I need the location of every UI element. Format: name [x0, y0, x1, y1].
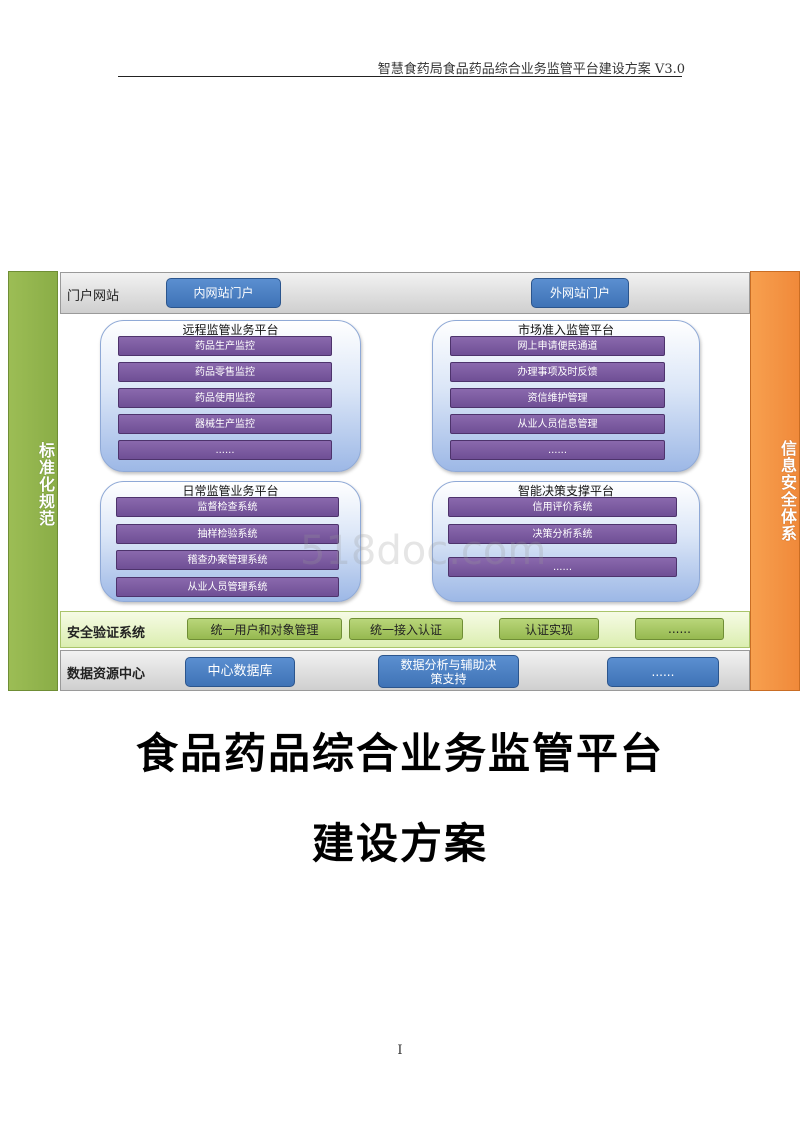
panel-item: 器械生产监控 [118, 414, 332, 434]
panel-item: 药品零售监控 [118, 362, 332, 382]
panel-item: 资信维护管理 [450, 388, 665, 408]
portal-label: 门户网站 [67, 289, 120, 304]
central-db-button: 中心数据库 [185, 657, 295, 687]
panel-item: 决策分析系统 [448, 524, 677, 544]
panel-item: 监督检查系统 [116, 497, 339, 517]
standards-label: 标准化规范 [36, 442, 55, 527]
daily-supervision-panel: 日常监管业务平台 监督检查系统 抽样检验系统 稽查办案管理系统 从业人员管理系统 [100, 481, 361, 602]
remote-supervision-panel: 远程监管业务平台 药品生产监控 药品零售监控 药品使用监控 器械生产监控 ...… [100, 320, 361, 472]
data-center-label: 数据资源中心 [67, 667, 146, 682]
panel-item: 从业人员信息管理 [450, 414, 665, 434]
data-more-button: ...... [607, 657, 719, 687]
panel-title: 市场准入监管平台 [517, 323, 614, 337]
security-verification-label: 安全验证系统 [67, 626, 146, 641]
panel-item: 药品生产监控 [118, 336, 332, 356]
document-title-line1: 食品药品综合业务监管平台 [135, 729, 664, 778]
page-number: I [397, 1043, 403, 1058]
panel-item: 稽查办案管理系统 [116, 550, 339, 570]
panel-item: ...... [118, 440, 332, 460]
auth-impl-button: 认证实现 [499, 618, 599, 640]
panel-item: ...... [448, 557, 677, 577]
intranet-portal-button: 内网站门户 [166, 278, 281, 308]
security-more-button: ...... [635, 618, 724, 640]
data-center-band: 数据资源中心 中心数据库 数据分析与辅助决策支持 ...... [60, 650, 750, 691]
panel-item: 从业人员管理系统 [116, 577, 339, 597]
running-header: 智慧食药局食品药品综合业务监管平台建设方案 V3.0 [377, 62, 685, 77]
panel-item: 抽样检验系统 [116, 524, 339, 544]
unified-access-button: 统一接入认证 [349, 618, 463, 640]
standards-side-bar: 标准化规范 [8, 271, 58, 691]
panel-title: 日常监管业务平台 [182, 484, 279, 498]
panel-item: 网上申请便民通道 [450, 336, 665, 356]
extranet-portal-button: 外网站门户 [531, 278, 629, 308]
security-system-side-bar: 信息安全体系 [750, 271, 800, 691]
panel-item: ...... [450, 440, 665, 460]
panel-item: 药品使用监控 [118, 388, 332, 408]
unified-user-button: 统一用户和对象管理 [187, 618, 342, 640]
market-access-panel: 市场准入监管平台 网上申请便民通道 办理事项及时反馈 资信维护管理 从业人员信息… [432, 320, 700, 472]
header-rule [118, 76, 682, 77]
panel-title: 远程监管业务平台 [182, 323, 279, 337]
panel-title: 智能决策支撑平台 [517, 484, 614, 498]
panel-item: 信用评价系统 [448, 497, 677, 517]
data-analysis-button: 数据分析与辅助决策支持 [378, 655, 519, 688]
portal-band: 门户网站 内网站门户 外网站门户 [60, 272, 750, 314]
document-title-line2: 建设方案 [311, 819, 488, 868]
security-verification-band: 安全验证系统 统一用户和对象管理 统一接入认证 认证实现 ...... [60, 611, 750, 648]
infosec-label: 信息安全体系 [778, 440, 797, 542]
watermark: 518doc.com [300, 528, 547, 574]
panel-item: 办理事项及时反馈 [450, 362, 665, 382]
decision-support-panel: 智能决策支撑平台 信用评价系统 决策分析系统 ...... [432, 481, 700, 602]
